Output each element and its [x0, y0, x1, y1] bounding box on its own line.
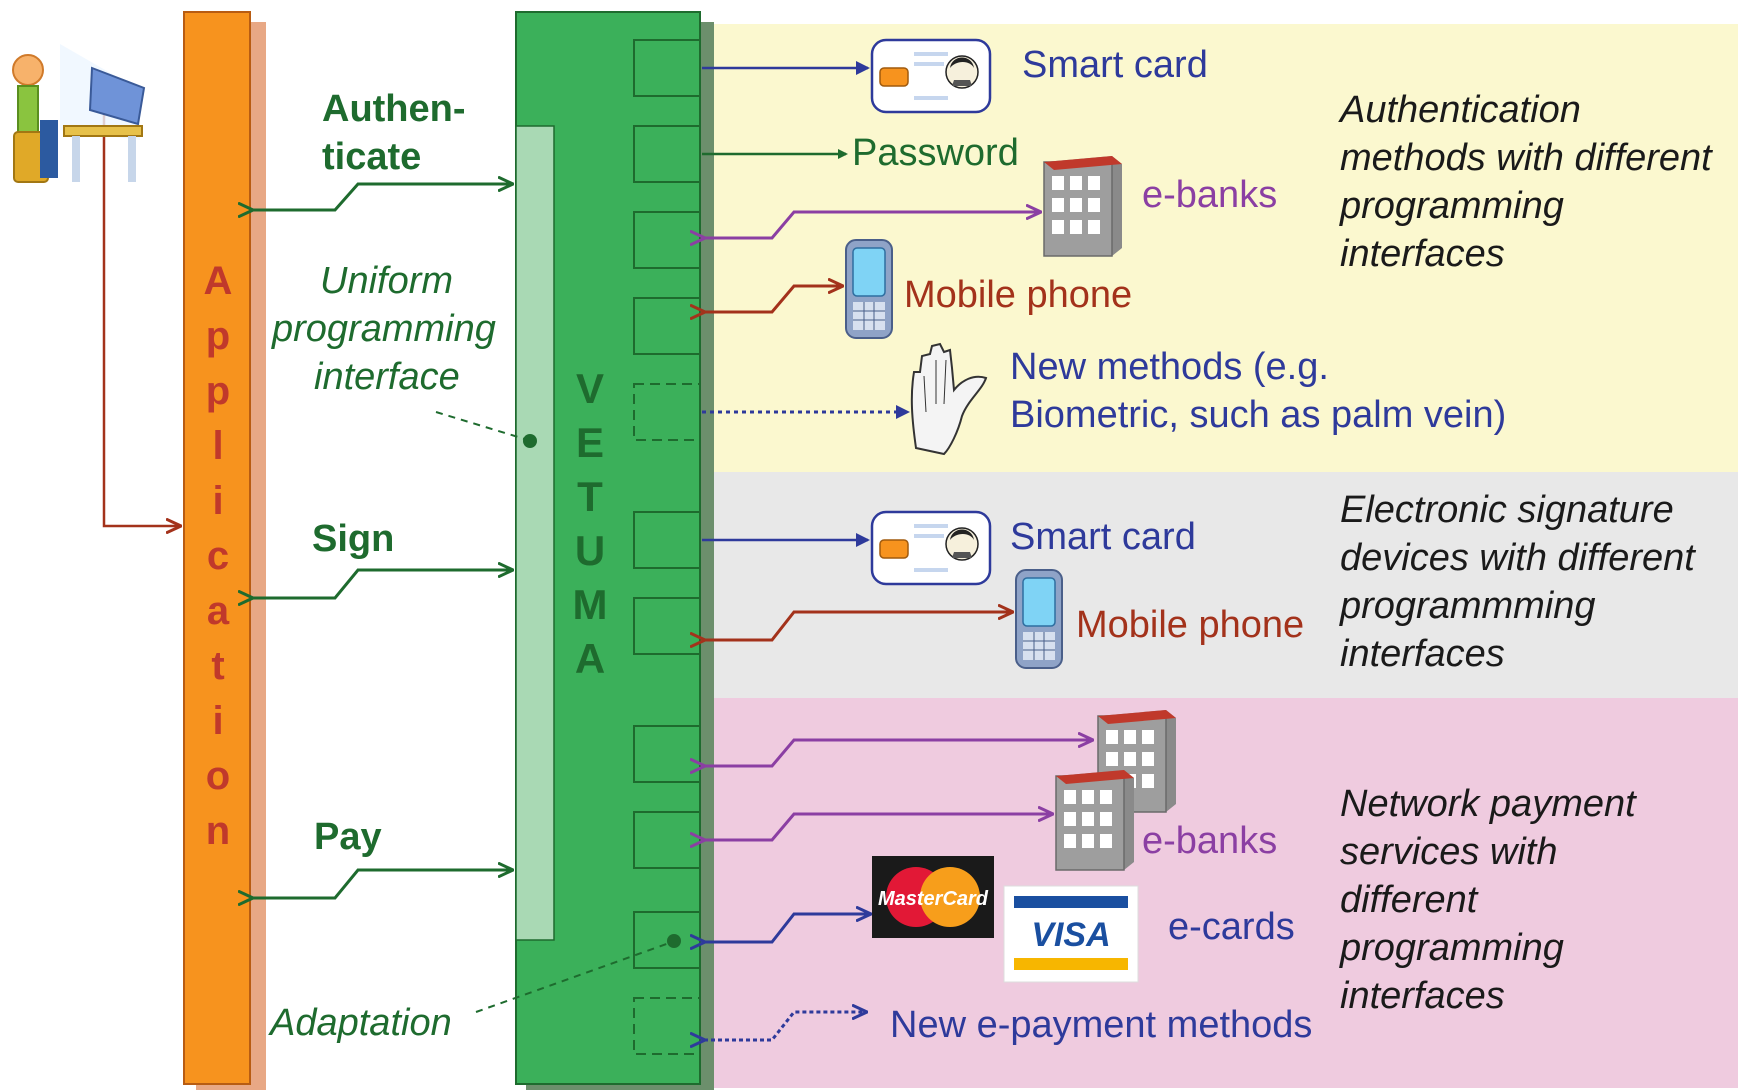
adapter-ports — [633, 39, 701, 1055]
auth-smart-card-label: Smart card — [1022, 44, 1208, 86]
sign-mobile-label: Mobile phone — [1076, 604, 1305, 646]
palm-hand-icon — [910, 342, 988, 456]
arrow-pay-ebank2 — [704, 814, 1052, 840]
arrow-sign-mobile — [704, 612, 1012, 640]
smart-card-icon — [870, 510, 992, 586]
application-letter: a — [206, 589, 230, 633]
port-new-methods — [633, 383, 701, 441]
authenticate-label-line1: Authen- — [322, 88, 466, 130]
pay-description-line: services with — [1340, 831, 1558, 873]
adaptation-pointer — [475, 941, 673, 1013]
auth-description: Authentication methods with different pr… — [1340, 86, 1740, 278]
uniform-label-line1: Uniform — [320, 260, 454, 302]
auth-new-methods-line2: Biometric, such as palm vein) — [1010, 394, 1507, 436]
application-letter: p — [205, 314, 231, 358]
application-letter: l — [212, 424, 224, 468]
authenticate-label-line2: ticate — [322, 136, 422, 178]
bank-building-icon — [1055, 770, 1134, 871]
application-letter: p — [205, 369, 231, 413]
adaptation-dot — [667, 934, 681, 948]
mastercard-logo: MasterCard — [872, 856, 994, 938]
pay-ebanks-label: e-banks — [1142, 820, 1278, 862]
uniform-label-line2: programming — [272, 308, 496, 350]
mobile-phone-icon — [1015, 569, 1063, 669]
mastercard-text: MasterCard — [878, 888, 989, 910]
pay-description: Network payment services with different … — [1340, 780, 1740, 1020]
arrow-mobile-auth — [704, 286, 842, 312]
uniform-interface-pointer — [435, 411, 529, 441]
port-smart-card — [633, 39, 701, 97]
port-password — [633, 125, 701, 183]
vetuma-letter: M — [572, 581, 608, 628]
auth-mobile-label: Mobile phone — [904, 274, 1133, 316]
arrow-pay-ebank1 — [704, 740, 1092, 766]
sign-label: Sign — [312, 518, 395, 560]
uniform-interface-strip — [515, 125, 555, 941]
auth-new-methods-line1: New methods (e.g. — [1010, 346, 1329, 388]
authenticate-arrow — [252, 184, 512, 210]
vetuma-letter: A — [574, 635, 606, 682]
sign-description-line: devices with different — [1340, 537, 1695, 579]
pay-new-epayment-label: New e-payment methods — [890, 1004, 1313, 1046]
pay-description-line: programming — [1340, 927, 1564, 969]
application-letter: c — [206, 534, 230, 578]
application-letter: i — [212, 699, 224, 743]
port-mobile — [633, 297, 701, 355]
auth-description-line: Authentication — [1340, 89, 1581, 131]
adaptation-label: Adaptation — [270, 1002, 452, 1044]
arrow-ebanks-auth — [704, 212, 1040, 238]
auth-section-bg — [630, 24, 1738, 472]
application-label: A p p l i c a t i o n — [198, 254, 238, 859]
arrow-pay-new — [704, 1012, 866, 1040]
auth-description-line: methods with different — [1340, 137, 1712, 179]
auth-description-line: programming — [1340, 185, 1564, 227]
user-to-application-arrow — [102, 96, 180, 526]
mobile-phone-icon — [845, 239, 893, 339]
port-pay-new — [633, 997, 701, 1055]
arrow-pay-ecards — [704, 914, 870, 942]
auth-password-label: Password — [852, 132, 1019, 174]
pay-label: Pay — [314, 816, 382, 858]
pay-description-line: Network payment — [1340, 783, 1636, 825]
auth-description-line: interfaces — [1340, 233, 1505, 275]
bank-building-icon — [1043, 156, 1122, 257]
application-letter: i — [212, 479, 224, 523]
vetuma-letter: E — [575, 419, 604, 466]
pay-description-line: interfaces — [1340, 975, 1505, 1017]
pay-arrow — [252, 870, 512, 898]
vetuma-letter: V — [575, 365, 604, 412]
user-at-computer-icon — [12, 44, 146, 183]
visa-text: VISA — [1031, 916, 1110, 954]
sign-description-line: programmming — [1340, 585, 1596, 627]
vetuma-letter: T — [577, 473, 603, 520]
pay-ecards-label: e-cards — [1168, 906, 1295, 948]
vetuma-label: V E T U M A — [570, 362, 610, 686]
sign-description-line: Electronic signature — [1340, 489, 1674, 531]
sign-section-bg — [630, 472, 1738, 698]
application-letter: A — [203, 259, 233, 303]
smart-card-icon — [870, 38, 992, 114]
vetuma-letter: U — [574, 527, 606, 574]
visa-logo: VISA — [1003, 885, 1139, 983]
uniform-label-line3: interface — [314, 356, 460, 398]
auth-ebanks-label: e-banks — [1142, 174, 1278, 216]
application-letter: o — [205, 754, 231, 798]
port-sign-smart-card — [633, 511, 701, 569]
sign-arrow — [252, 570, 512, 598]
application-letter: n — [205, 809, 231, 853]
pay-description-line: different — [1340, 879, 1478, 921]
sign-description-line: interfaces — [1340, 633, 1505, 675]
sign-smart-card-label: Smart card — [1010, 516, 1196, 558]
application-letter: t — [211, 644, 225, 688]
uniform-interface-dot — [523, 434, 537, 448]
sign-description: Electronic signature devices with differ… — [1340, 486, 1740, 678]
app-vetuma-arrows — [252, 184, 512, 898]
